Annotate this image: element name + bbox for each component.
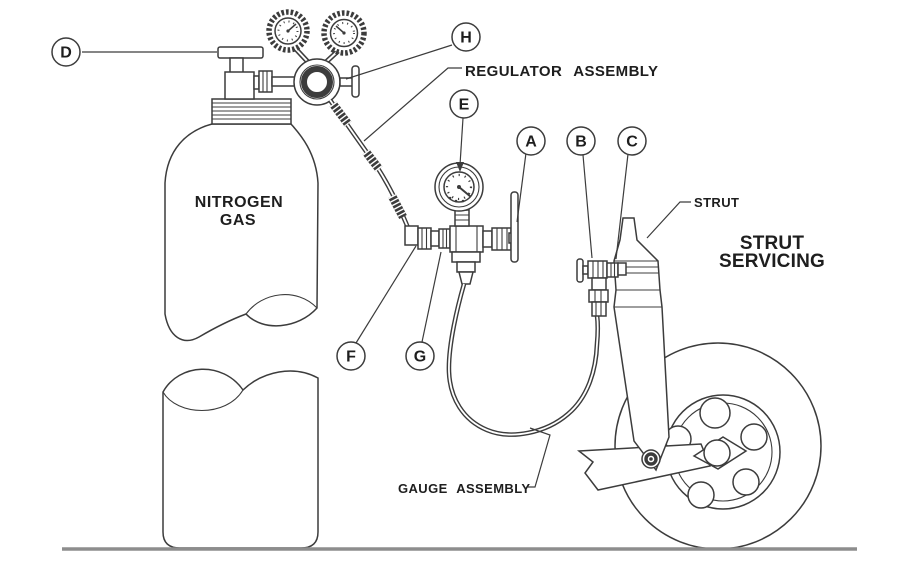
regulator-gauge-left [266,9,310,53]
service-valve-handle-a [510,191,519,263]
callout-g: G [405,341,435,371]
callout-c: C [617,126,647,156]
leader-regulator-assembly [363,67,462,142]
regulator-adjust-handle [351,65,360,98]
callout-c-letter: C [626,134,638,151]
regulator-gauge-right [321,10,367,56]
regulator-hose [328,98,448,240]
nitrogen-cylinder: NITROGEN GAS [162,98,319,549]
leader-e [459,117,464,166]
strut-servicing-title: STRUT SERVICING [719,233,825,272]
callout-d: D [51,37,81,67]
pressure-gauge [434,162,484,212]
inlet-elbow [404,225,419,246]
callout-e: E [449,89,479,119]
callout-h-letter: H [460,30,472,47]
manifold-tee [449,225,484,253]
callout-h: H [451,22,481,52]
gauge-needle [458,186,472,198]
gauge-assembly-label: GAUGE ASSEMBLY [398,481,530,496]
strut-pivot [641,449,661,469]
strut [613,217,670,472]
regulator-body [293,58,360,106]
leader-e-arrowhead [456,162,464,172]
callout-f: F [336,341,366,371]
callout-g-letter: G [414,349,426,366]
callout-b-letter: B [575,134,587,151]
leader-strut [646,201,691,239]
leader-h [345,44,453,80]
torque-link [576,436,748,491]
hose-fittings [329,101,407,219]
valve-handle [217,46,264,59]
callout-d-letter: D [60,45,72,62]
callout-e-letter: E [459,97,470,114]
strut-label: STRUT [694,195,739,210]
charging-hose [446,283,601,437]
leader-b [582,154,593,259]
regulator-assembly-label: REGULATOR ASSEMBLY [465,63,658,80]
callout-b: B [566,126,596,156]
hub-holes [664,397,768,509]
cylinder-valve [217,46,297,100]
leader-f [355,245,417,344]
leader-gauge-assembly [528,427,551,488]
title-line1: STRUT [740,233,805,254]
callout-f-letter: F [346,349,356,366]
callouts: A B C D E F G H [51,22,647,371]
cylinder-label-line2: GAS [220,212,256,229]
strut-valve-coupling [606,262,619,278]
fitting-g [438,228,451,249]
fitting-f [417,227,432,250]
leader-g [421,251,442,343]
regulator-assembly [266,9,448,240]
cylinder-label-line1: NITROGEN [195,194,283,211]
leader-lines [82,44,691,488]
title-line2: SERVICING [719,251,825,272]
callout-a-letter: A [525,134,537,151]
cylinder-neck-threads [211,98,292,125]
leader-a [516,152,527,223]
strut-valve-handle [576,258,584,283]
gauge-assembly [404,162,519,285]
leader-c [615,153,629,260]
strut-valve [576,258,627,317]
callout-a: A [516,126,546,156]
